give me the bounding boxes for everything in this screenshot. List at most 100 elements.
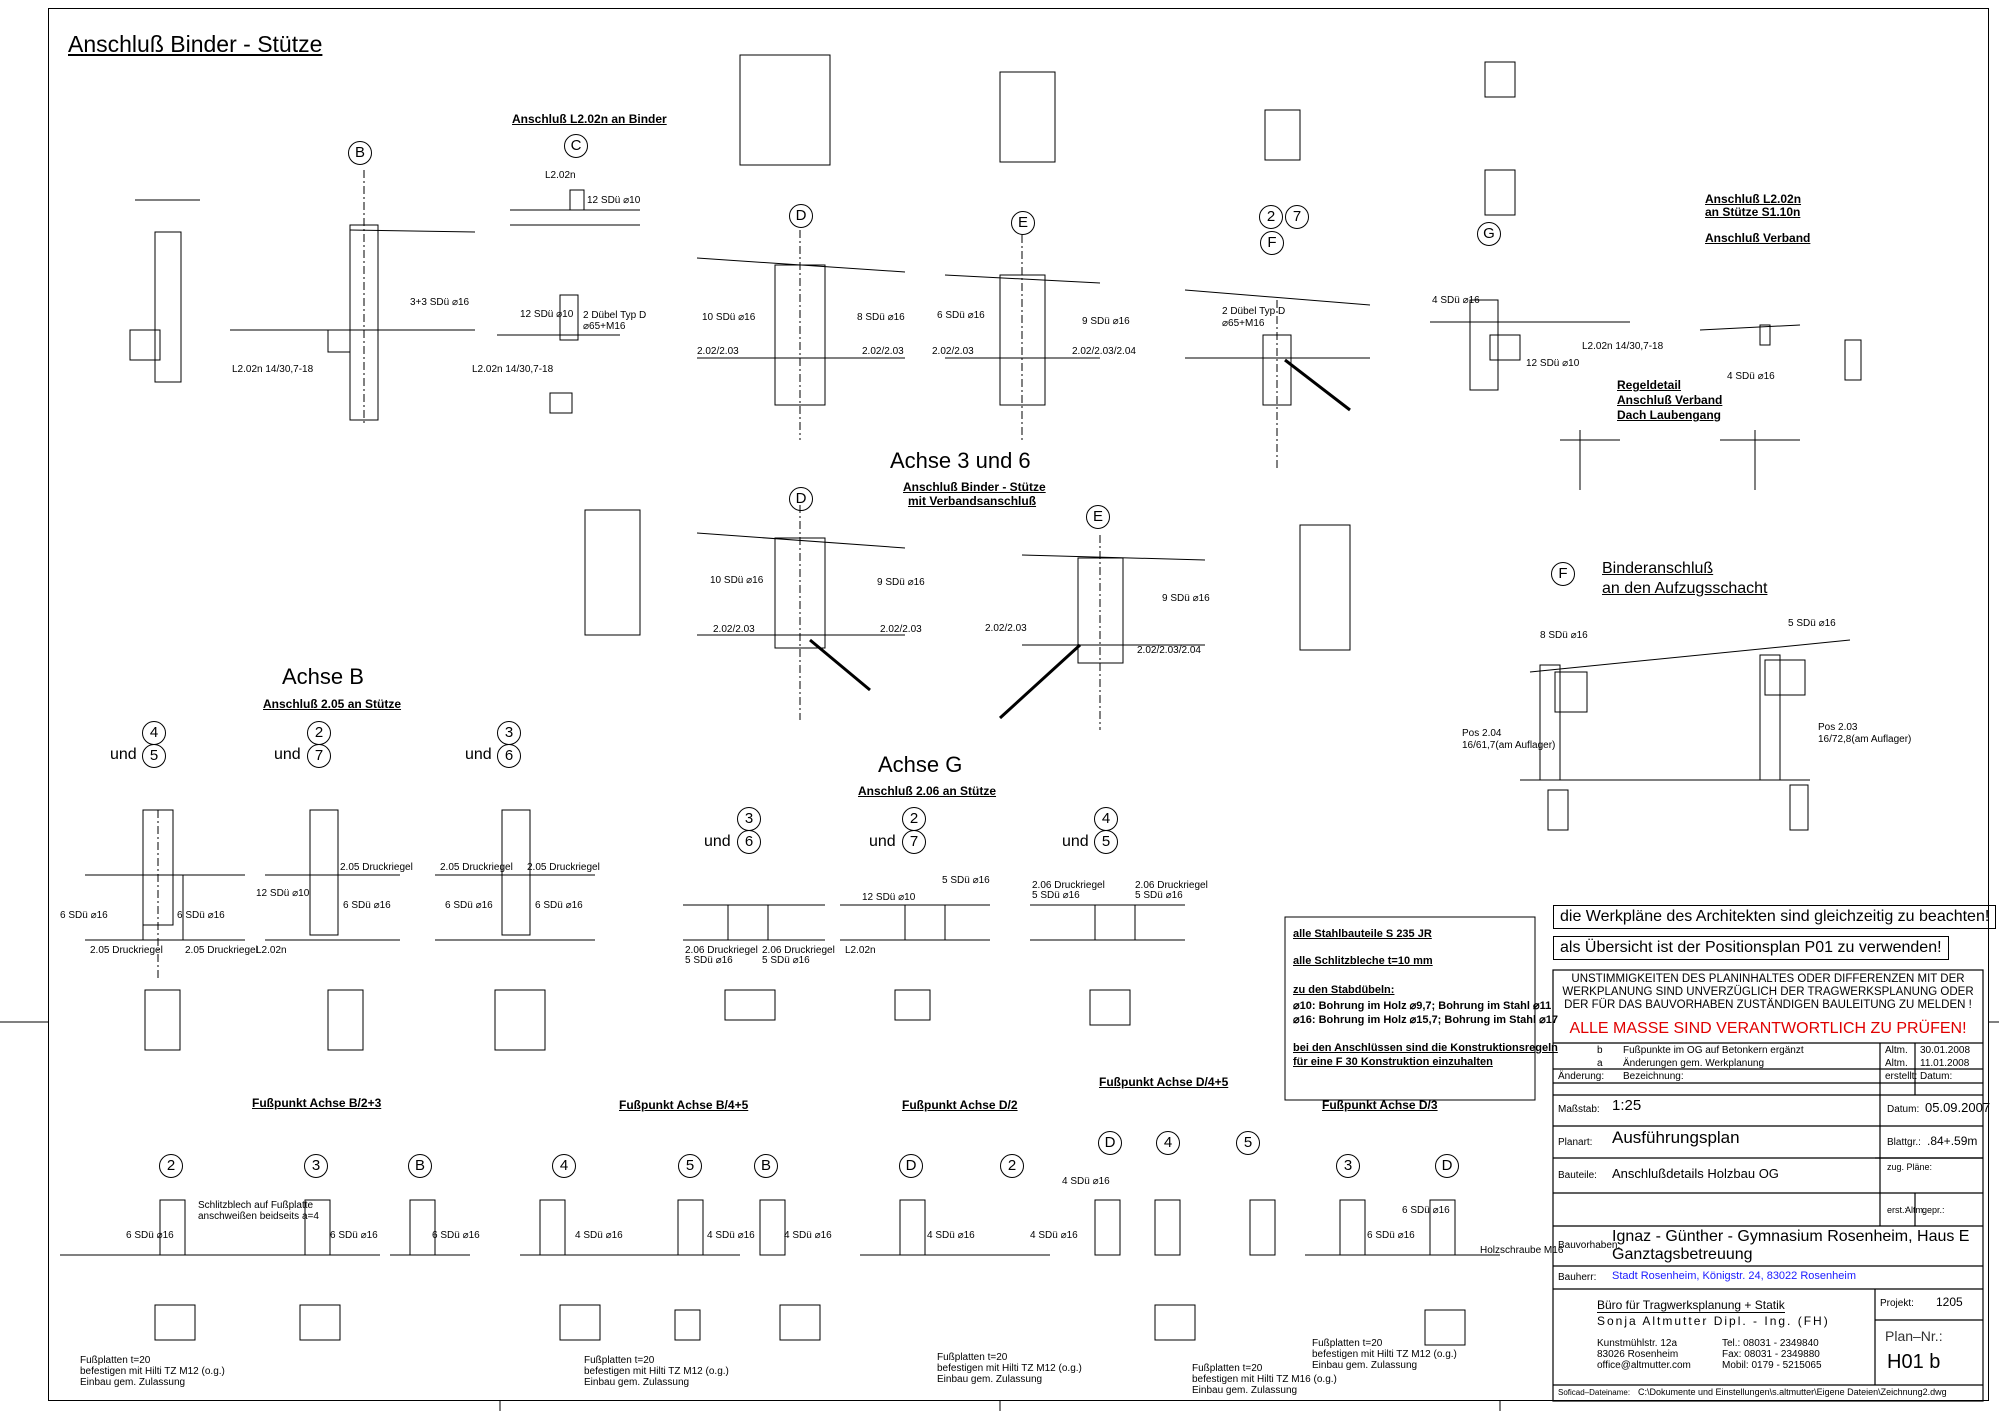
- label-bauvorhaben: Bauvorhaben:: [1558, 1240, 1621, 1251]
- label-fussplatten: Fußplatten t=20: [1312, 1338, 1383, 1349]
- label-fussplatten-2: befestigen mit Hilti TZ M16 (o.g.): [1192, 1374, 1337, 1385]
- label-sdu-16: 5 SDü ⌀16: [942, 875, 990, 886]
- label-druckriegel-6: 2.06 Druckriegel: [1032, 880, 1105, 891]
- axis-marker-b: B: [408, 1154, 432, 1178]
- axis-marker-4: 4: [552, 1154, 576, 1178]
- rev-b-mark: b: [1597, 1045, 1603, 1056]
- warning-line-1: UNSTIMMIGKEITEN DES PLANINHALTES ODER DI…: [1571, 973, 1965, 985]
- label-pos203-2: 16/72,8(am Auflager): [1818, 734, 1912, 745]
- label-sdu-16: 10 SDü ⌀16: [702, 312, 756, 323]
- label-pos203: Pos 2.03: [1818, 722, 1858, 733]
- label-druckriegel-6: 2.06 Druckriegel: [685, 945, 758, 956]
- label-sdu-16: 9 SDü ⌀16: [877, 577, 925, 588]
- label-bauherr: Bauherr:: [1558, 1272, 1597, 1283]
- label-fussplatten-2: befestigen mit Hilti TZ M12 (o.g.): [584, 1366, 729, 1377]
- label-sdu-16: 5 SDü ⌀16: [1135, 890, 1183, 901]
- note-bohrung-10: ⌀10: Bohrung im Holz ⌀9,7; Bohrung im St…: [1293, 1000, 1552, 1012]
- value-dateiname: C:\Dokumente und Einstellungen\s.altmutt…: [1638, 1387, 1947, 1397]
- label-druckriegel: 2.05 Druckriegel: [440, 862, 513, 873]
- value-bauvorhaben-2: Ganztagsbetreuung: [1612, 1246, 1753, 1263]
- label-dubel: 2 Dübel Typ D: [1222, 306, 1286, 317]
- label-sdu-16: 6 SDü ⌀16: [177, 910, 225, 921]
- note-bohrung-16: ⌀16: Bohrung im Holz ⌀15,7; Bohrung im S…: [1293, 1014, 1558, 1026]
- label-l202n-1430: L2.02n 14/30,7-18: [232, 364, 314, 375]
- label-dubel-2: ⌀65+M16: [1222, 318, 1265, 329]
- label-l202n-1430: L2.02n 14/30,7-18: [1582, 341, 1664, 352]
- axis-marker-5: 5: [142, 744, 166, 768]
- rev-a-mark: a: [1597, 1058, 1603, 1069]
- und-label: und: [1062, 833, 1089, 850]
- heading-achse-g-sub: Anschluß 2.06 an Stütze: [858, 784, 997, 798]
- axis-marker-4: 4: [142, 721, 166, 745]
- label-sdu-10: 12 SDü ⌀10: [1526, 358, 1580, 369]
- label-fussplatten: Fußplatten t=20: [937, 1352, 1008, 1363]
- warning-line-3: DER FÜR DAS BAUVORHABEN ZUSTÄNDIGEN BAUL…: [1564, 999, 1972, 1011]
- heading-regeldetail-3: Dach Laubengang: [1617, 408, 1722, 422]
- heading-achse-3-6: Achse 3 und 6: [890, 448, 1031, 473]
- axis-marker-2: 2: [1000, 1154, 1024, 1178]
- label-202-203-204: 2.02/2.03/2.04: [1137, 645, 1201, 656]
- drawing-frame: [48, 8, 1989, 1401]
- label-fussplatten-3: Einbau gem. Zulassung: [1312, 1360, 1418, 1371]
- axis-marker-5: 5: [1094, 830, 1118, 854]
- axis-marker-7: 7: [307, 744, 331, 768]
- axis-marker-d: D: [789, 204, 813, 228]
- rev-a-by: Altm.: [1885, 1058, 1908, 1069]
- axis-marker-5: 5: [1236, 1131, 1260, 1155]
- label-202-203: 2.02/2.03: [932, 346, 974, 357]
- rev-a-date: 11.01.2008: [1920, 1058, 1970, 1069]
- label-sdu-16: 6 SDü ⌀16: [535, 900, 583, 911]
- note-positionsplan: als Übersicht ist der Positionsplan P01 …: [1553, 936, 1949, 960]
- label-fussplatten-3: Einbau gem. Zulassung: [584, 1377, 690, 1388]
- und-label: und: [274, 746, 301, 763]
- heading-l202n-stuetze-1: Anschluß L2.02n: [1705, 192, 1802, 206]
- axis-marker-3: 3: [1336, 1154, 1360, 1178]
- label-blattgr: Blattgr.:: [1887, 1137, 1921, 1148]
- label-gepr: gepr.:: [1922, 1205, 1945, 1215]
- axis-marker-f: F: [1260, 231, 1284, 255]
- heading-regeldetail-2: Anschluß Verband: [1617, 393, 1723, 407]
- axis-marker-7: 7: [1285, 205, 1309, 229]
- axis-marker-2: 2: [159, 1154, 183, 1178]
- heading-achse-b: Achse B: [282, 664, 364, 689]
- label-sdu-10: 12 SDü ⌀10: [520, 309, 574, 320]
- label-l202n-1430: L2.02n 14/30,7-18: [472, 364, 554, 375]
- value-blattgr: .84+.59m: [1927, 1134, 1978, 1148]
- value-massstab: 1:25: [1612, 1097, 1642, 1114]
- label-sdu-16: 6 SDü ⌀16: [1402, 1205, 1450, 1216]
- axis-marker-d: D: [1435, 1154, 1459, 1178]
- label-sdu-16: 5 SDü ⌀16: [1788, 618, 1836, 629]
- und-label: und: [465, 746, 492, 763]
- axis-marker-f-2: F: [1551, 562, 1575, 586]
- axis-marker-b: B: [348, 141, 372, 165]
- label-druckriegel: 2.05 Druckriegel: [90, 945, 163, 956]
- rev-b-text: Fußpunkte im OG auf Betonkern ergänzt: [1623, 1045, 1804, 1056]
- label-sdu-16: 6 SDü ⌀16: [60, 910, 108, 921]
- label-sdu-10: 12 SDü ⌀10: [862, 892, 916, 903]
- buero-inhaber: Sonja Altmutter Dipl. - Ing. (FH): [1597, 1314, 1830, 1328]
- rev-b-by: Altm.: [1885, 1045, 1908, 1056]
- axis-marker-3: 3: [497, 721, 521, 745]
- label-projekt: Projekt:: [1880, 1298, 1914, 1309]
- heading-achse-3-6-sub2: mit Verbandsanschluß: [908, 494, 1037, 508]
- rev-a-text: Änderungen gem. Werkplanung: [1623, 1058, 1765, 1069]
- label-sdu-16: 4 SDü ⌀16: [927, 1230, 975, 1241]
- note-werkplane: die Werkpläne des Architekten sind gleic…: [1553, 905, 1997, 929]
- axis-marker-e: E: [1011, 211, 1035, 235]
- heading-achse-g: Achse G: [878, 752, 963, 777]
- label-l202n: L2.02n: [545, 170, 576, 181]
- heading-fuss-b45: Fußpunkt Achse B/4+5: [619, 1098, 749, 1112]
- buero-tel: Tel.: 08031 - 2349840: [1722, 1338, 1819, 1349]
- axis-marker-b: B: [754, 1154, 778, 1178]
- label-sdu-16: 6 SDü ⌀16: [445, 900, 493, 911]
- buero-fax: Fax: 08031 - 2349880: [1722, 1349, 1820, 1360]
- label-202-203: 2.02/2.03: [697, 346, 739, 357]
- label-202-203: 2.02/2.03: [713, 624, 755, 635]
- label-sdu-16: 8 SDü ⌀16: [1540, 630, 1588, 641]
- label-druckriegel: 2.05 Druckriegel: [527, 862, 600, 873]
- label-sdu-16: 9 SDü ⌀16: [1082, 316, 1130, 327]
- axis-marker-2: 2: [307, 721, 331, 745]
- label-fussplatten: Fußplatten t=20: [80, 1355, 151, 1366]
- label-sdu-16: 6 SDü ⌀16: [330, 1230, 378, 1241]
- axis-marker-4: 4: [1156, 1131, 1180, 1155]
